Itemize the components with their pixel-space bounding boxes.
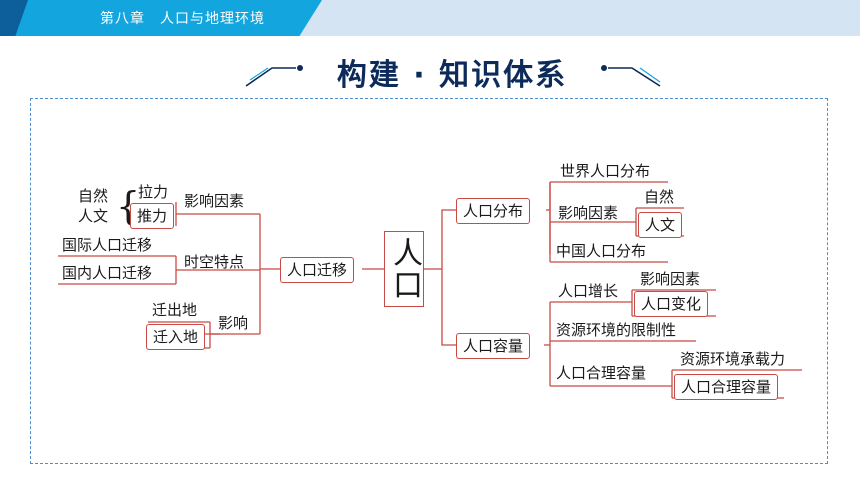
node-domestic-migration: 国内人口迁移 [62,264,153,282]
title-decoration [245,65,661,87]
node-spacetime: 时空特点 [184,253,245,271]
node-resource-limits: 资源环境的限制性 [556,321,677,339]
node-culture-factor: 人文 [78,207,109,225]
title-left-line [245,67,296,87]
title-right-dot [601,65,607,71]
node-distribution-nature: 自然 [644,188,675,206]
center-node-population: 人口 [384,231,424,307]
diagram-frame [30,98,828,464]
node-growth-factors: 影响因素 [640,270,701,288]
node-in-destination: 迁入地 [146,324,206,350]
node-growth: 人口增长 [558,282,619,300]
node-nature-factor: 自然 [78,187,109,205]
title-right-accent [639,67,661,83]
node-capacity: 人口容量 [456,333,531,359]
node-migration-factors: 影响因素 [184,192,245,210]
node-world-distribution: 世界人口分布 [560,162,651,180]
node-distribution-factors: 影响因素 [558,204,619,222]
page-title: 构建 · 知识体系 [336,58,568,93]
chapter-tab [0,0,322,36]
node-intl-migration: 国际人口迁移 [62,236,153,254]
node-population-change: 人口变化 [634,291,709,317]
node-out-origin: 迁出地 [152,301,198,319]
title-left-accent [249,67,269,81]
node-china-distribution: 中国人口分布 [556,242,647,260]
node-distribution: 人口分布 [456,198,531,224]
node-carrying-capacity: 资源环境承载力 [680,350,786,368]
node-migration: 人口迁移 [280,257,355,283]
title-right-line [608,67,661,87]
node-impact: 影响 [218,314,249,332]
node-distribution-culture: 人文 [638,212,683,238]
node-pull: 拉力 [138,183,169,201]
node-reasonable-capacity-sub: 人口合理容量 [674,374,779,400]
node-reasonable-capacity: 人口合理容量 [556,364,647,382]
chapter-title: 第八章 人口与地理环境 [100,11,265,27]
title-left-dot [297,65,303,71]
node-push: 推力 [130,203,175,229]
